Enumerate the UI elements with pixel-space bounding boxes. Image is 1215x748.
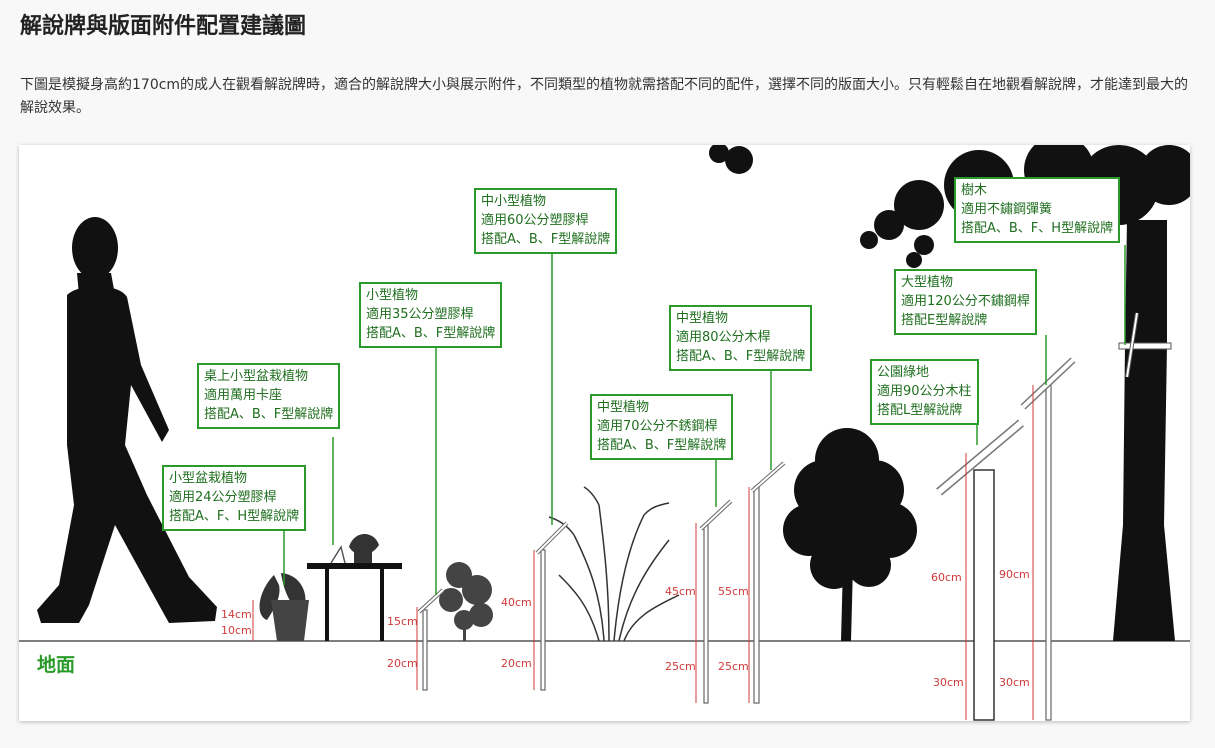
label-pole: 適用24公分塑膠桿 bbox=[169, 490, 277, 505]
label-pole: 適用120公分不鏽鋼桿 bbox=[901, 294, 1030, 309]
page-title: 解說牌與版面附件配置建議圖 bbox=[20, 14, 307, 39]
label-title: 樹木 bbox=[961, 183, 988, 198]
label-title: 中型植物 bbox=[676, 311, 729, 326]
label-pole: 適用不鏽鋼彈簧 bbox=[961, 202, 1053, 217]
label-sign: 搭配A、B、F型解說牌 bbox=[676, 349, 806, 364]
dimension-label: 45cm bbox=[665, 585, 696, 598]
label-pole: 適用35公分塑膠桿 bbox=[366, 307, 474, 322]
small-potted-plant bbox=[259, 573, 309, 641]
deciduous-tree bbox=[783, 428, 917, 641]
dimension-label: 40cm bbox=[501, 596, 532, 609]
label-box-small-plant: 小型植物 適用35公分塑膠桿 搭配A、B、F型解說牌 bbox=[359, 282, 503, 348]
label-sign: 搭配A、B、F型解說牌 bbox=[597, 438, 727, 453]
label-title: 大型植物 bbox=[901, 275, 954, 290]
leader-lines bbox=[283, 245, 1126, 595]
dimension-label: 90cm bbox=[999, 568, 1030, 581]
label-box-medium-70: 中型植物 適用70公分不銹鋼桿 搭配A、B、F型解說牌 bbox=[590, 394, 734, 460]
label-box-park-green: 公園綠地 適用90公分木柱 搭配L型解說牌 bbox=[870, 359, 979, 425]
ground-label: 地面 bbox=[37, 654, 76, 676]
label-pole: 適用萬用卡座 bbox=[204, 388, 283, 403]
diagram-artwork bbox=[19, 145, 1190, 721]
dimension-label: 15cm bbox=[387, 615, 418, 628]
label-box-large-plant: 大型植物 適用120公分不鏽鋼桿 搭配E型解說牌 bbox=[894, 269, 1037, 335]
label-title: 小型盆栽植物 bbox=[169, 471, 248, 486]
label-sign: 搭配A、B、F型解說牌 bbox=[366, 326, 496, 341]
label-sign: 搭配E型解說牌 bbox=[901, 313, 988, 328]
dimension-label: 25cm bbox=[665, 660, 696, 673]
label-sign: 搭配A、F、H型解說牌 bbox=[169, 509, 300, 524]
label-title: 公園綠地 bbox=[877, 365, 930, 380]
dimension-label: 55cm bbox=[718, 585, 749, 598]
label-box-tree: 樹木 適用不鏽鋼彈簧 搭配A、B、F、H型解說牌 bbox=[954, 177, 1121, 243]
dimension-label: 10cm bbox=[221, 624, 252, 637]
label-title: 中型植物 bbox=[597, 400, 650, 415]
label-pole: 適用90公分木柱 bbox=[877, 384, 972, 399]
desk bbox=[307, 533, 402, 641]
dimension-lines bbox=[252, 385, 1034, 720]
label-sign: 搭配L型解說牌 bbox=[877, 403, 963, 418]
label-pole: 適用80公分木桿 bbox=[676, 330, 771, 345]
dimension-label: 60cm bbox=[931, 571, 962, 584]
dimension-label: 20cm bbox=[387, 657, 418, 670]
sign-posts bbox=[417, 357, 1076, 721]
label-box-small-medium: 中小型植物 適用60公分塑膠桿 搭配A、B、F型解說牌 bbox=[474, 188, 618, 254]
intro-paragraph: 下圖是模擬身高約170cm的成人在觀看解說牌時，適合的解說牌大小與展示附件，不同… bbox=[20, 77, 1189, 116]
dimension-label: 20cm bbox=[501, 657, 532, 670]
label-title: 中小型植物 bbox=[481, 194, 547, 209]
placement-diagram: 小型盆栽植物 適用24公分塑膠桿 搭配A、F、H型解說牌 桌上小型盆栽植物 適用… bbox=[19, 145, 1190, 721]
reed-plant bbox=[548, 486, 680, 642]
label-sign: 搭配A、B、F、H型解說牌 bbox=[961, 221, 1114, 236]
tree-spring-band bbox=[1118, 342, 1172, 350]
person-silhouette bbox=[37, 217, 217, 623]
label-title: 桌上小型盆栽植物 bbox=[204, 369, 309, 384]
dimension-label: 30cm bbox=[933, 676, 964, 689]
label-pole: 適用60公分塑膠桿 bbox=[481, 213, 589, 228]
dimension-label: 30cm bbox=[999, 676, 1030, 689]
label-sign: 搭配A、B、F型解說牌 bbox=[204, 407, 334, 422]
dimension-label: 14cm bbox=[221, 608, 252, 621]
dimension-label: 25cm bbox=[718, 660, 749, 673]
label-pole: 適用70公分不銹鋼桿 bbox=[597, 419, 718, 434]
label-box-small-potted: 小型盆栽植物 適用24公分塑膠桿 搭配A、F、H型解說牌 bbox=[162, 465, 307, 531]
label-box-desk-potted: 桌上小型盆栽植物 適用萬用卡座 搭配A、B、F型解說牌 bbox=[197, 363, 341, 429]
label-title: 小型植物 bbox=[366, 288, 419, 303]
small-plant bbox=[439, 562, 493, 641]
label-sign: 搭配A、B、F型解說牌 bbox=[481, 232, 611, 247]
label-box-medium-80: 中型植物 適用80公分木桿 搭配A、B、F型解說牌 bbox=[669, 305, 813, 371]
